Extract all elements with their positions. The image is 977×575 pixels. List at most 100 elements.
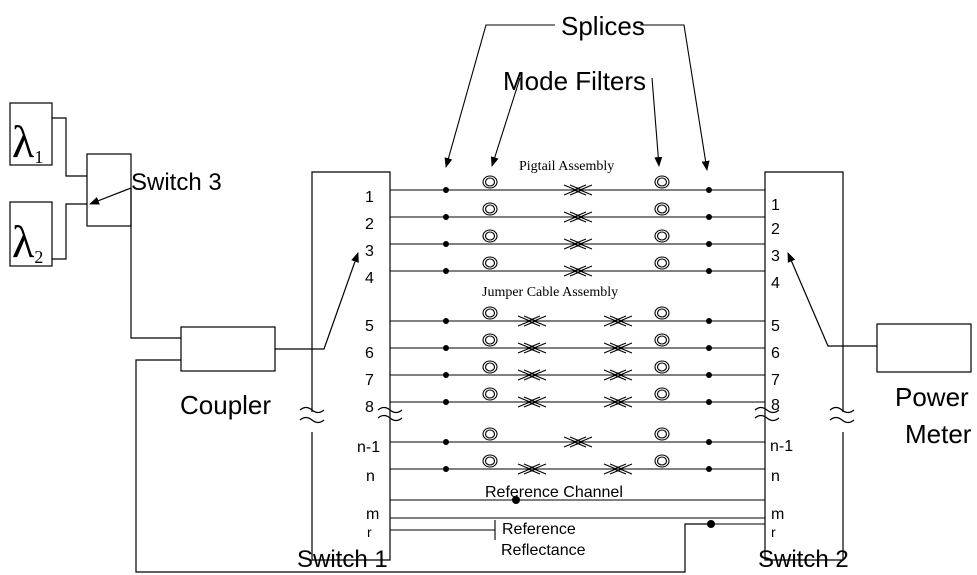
- power-meter-box: [876, 323, 972, 373]
- switch2-port-label: 1: [771, 197, 780, 214]
- switch1-port-label: 4: [365, 270, 374, 287]
- connector-pair: [603, 315, 633, 327]
- splice-dot: [443, 466, 449, 472]
- splice-dot: [443, 187, 449, 193]
- connector-pair: [563, 436, 593, 448]
- switch2-port-label: 3: [771, 248, 780, 265]
- lambda1-symbol: λ1: [12, 116, 43, 167]
- switch2-port-label: 8: [771, 397, 780, 414]
- switch1-port-label: 2: [365, 216, 374, 233]
- mode-filter-coil: [654, 175, 670, 189]
- mode-filter-coil: [654, 229, 670, 243]
- pigtail-assembly-label: Pigtail Assembly: [519, 159, 614, 174]
- splices-right-arrow: [640, 24, 710, 171]
- connector-pair: [563, 184, 593, 196]
- mode-filters-right-arrow: [651, 77, 663, 167]
- mode-filter-coil: [654, 454, 670, 468]
- fiber-channels: [390, 175, 765, 475]
- connector-pair: [563, 238, 593, 250]
- reference-channel-splice: [512, 496, 520, 504]
- splice-dot: [706, 466, 712, 472]
- coupler-label: Coupler: [180, 390, 271, 420]
- switch1-label: Switch 1: [297, 546, 388, 573]
- connector-pair: [517, 342, 547, 354]
- switch2-port-label: 4: [771, 275, 780, 292]
- connector-pair: [603, 369, 633, 381]
- reference-reflectance-label-2: Reflectance: [501, 542, 586, 559]
- mode-filter-coil: [482, 454, 498, 468]
- splices-left-arrow: [444, 24, 555, 168]
- lambda2-symbol: λ2: [12, 216, 43, 267]
- switch2-port-label: n: [771, 468, 780, 485]
- splice-dot: [706, 318, 712, 324]
- mode-filter-coil: [482, 387, 498, 401]
- reference-channel-label: Reference Channel: [485, 484, 623, 501]
- switch2-label: Switch 2: [758, 546, 849, 573]
- connector-pair: [563, 265, 593, 277]
- mode-filter-coil: [482, 202, 498, 216]
- switch1-port-label: 3: [365, 243, 374, 260]
- mode-filter-coil: [654, 333, 670, 347]
- connector-pair: [517, 396, 547, 408]
- mode-filter-coil: [654, 256, 670, 270]
- splice-dot: [443, 439, 449, 445]
- switch2-port-label: m: [771, 506, 784, 523]
- splice-dot: [443, 399, 449, 405]
- switch1-port-label: 7: [365, 372, 374, 389]
- splice-dot: [443, 268, 449, 274]
- connector-pair: [603, 396, 633, 408]
- switch1-port-label: 1: [365, 189, 374, 206]
- connector-pair: [603, 463, 633, 475]
- reference-reflectance-label-1: Reference: [502, 521, 576, 538]
- switch1-port-label: n-1: [357, 439, 380, 456]
- switch3-label: Switch 3: [131, 169, 222, 196]
- jumper-cable-assembly-label: Jumper Cable Assembly: [482, 285, 618, 300]
- switch2-port-label: 6: [771, 345, 780, 362]
- switch1-box: [311, 171, 391, 561]
- mode-filter-coil: [482, 427, 498, 441]
- switch2-port-label: 7: [771, 372, 780, 389]
- mode-filters-left-arrow: [490, 77, 521, 167]
- splice-dot: [443, 318, 449, 324]
- switch1-port-label: r: [367, 524, 372, 540]
- switch2-box: [764, 171, 844, 561]
- connector-pair: [517, 369, 547, 381]
- switch2-r-splice: [707, 520, 715, 528]
- mode-filter-coil: [482, 333, 498, 347]
- mode-filter-coil: [654, 306, 670, 320]
- mode-filter-coil: [482, 256, 498, 270]
- switch1-port-label: n: [366, 468, 375, 485]
- mode-filter-coil: [482, 306, 498, 320]
- lambda2-source-box: [9, 201, 53, 267]
- power-meter-label-1: Power: [895, 382, 969, 412]
- connector-pair: [517, 315, 547, 327]
- splice-dot: [706, 399, 712, 405]
- mode-filter-coil: [482, 360, 498, 374]
- splice-dot: [443, 345, 449, 351]
- coupler-box: [180, 326, 276, 372]
- splices-label: Splices: [561, 11, 645, 41]
- mode-filter-coil: [654, 427, 670, 441]
- mode-filter-coil: [654, 202, 670, 216]
- splice-dot: [706, 214, 712, 220]
- splice-dot: [706, 268, 712, 274]
- switch2-port-label: 2: [771, 221, 780, 238]
- switch2-port-label: r: [771, 524, 776, 540]
- splice-dot: [706, 439, 712, 445]
- mode-filter-coil: [654, 387, 670, 401]
- power-meter-label-2: Meter: [905, 419, 972, 449]
- connector-pair: [563, 211, 593, 223]
- splice-dot: [443, 372, 449, 378]
- splice-dot: [706, 345, 712, 351]
- mode-filter-coil: [654, 360, 670, 374]
- switch1-port-label: 6: [365, 345, 374, 362]
- switch2-port-label: 5: [771, 318, 780, 335]
- splice-dot: [443, 214, 449, 220]
- splice-dot: [443, 241, 449, 247]
- lambda1-source-box: [9, 102, 53, 166]
- splice-dot: [706, 241, 712, 247]
- connector-pair: [517, 463, 547, 475]
- switch1-port-label: m: [366, 506, 379, 523]
- connector-pair: [603, 342, 633, 354]
